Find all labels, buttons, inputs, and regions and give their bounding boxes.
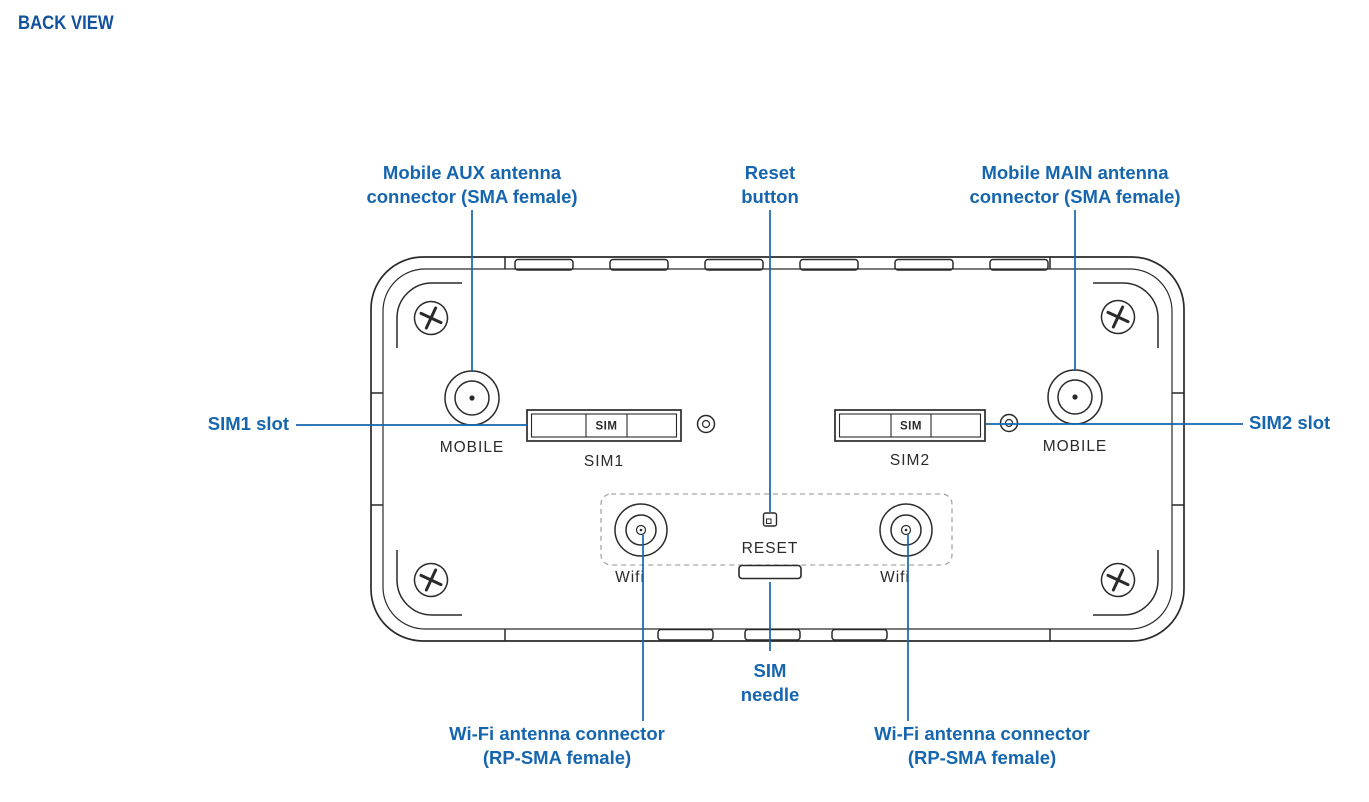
top-vents xyxy=(514,258,1049,271)
bumper-seams xyxy=(371,257,1184,641)
callout-sim-needle-line1: SIM xyxy=(753,660,787,681)
vent-slot xyxy=(799,258,859,271)
wifi-right-label: Wifi xyxy=(880,569,910,586)
callout-mobile-main-line1: Mobile MAIN antenna xyxy=(981,162,1169,183)
wifi-connector-left: Wifi xyxy=(614,503,668,586)
callout-wifi-right-line1: Wi-Fi antenna connector xyxy=(874,723,1090,744)
vent-slot xyxy=(657,628,714,641)
bumper-bottom-right xyxy=(1093,550,1159,616)
sim2-tray-label: SIM xyxy=(900,421,922,433)
callout-wifi-left-line2: (RP-SMA female) xyxy=(482,747,632,768)
sim2-label: SIM2 xyxy=(890,452,930,469)
bumper-top-left xyxy=(396,282,462,348)
vent-slot xyxy=(609,258,669,271)
vent-slot xyxy=(744,628,801,641)
sim2-eject-hole xyxy=(999,413,1019,433)
device-body xyxy=(370,256,1185,642)
callout-sim1-slot: SIM1 slot xyxy=(207,413,289,434)
screw-top-right xyxy=(1100,299,1136,335)
bumper-top-right xyxy=(1093,282,1159,348)
mobile-main-connector-label: MOBILE xyxy=(1043,438,1108,455)
reset-button-drawing: RESET xyxy=(742,512,799,557)
sim2-tray-outer xyxy=(834,409,986,442)
vent-slot xyxy=(831,628,888,641)
sim2-tray-inner xyxy=(838,413,982,438)
callout-mobile-main: Mobile MAIN antenna connector (SMA femal… xyxy=(969,161,1180,209)
bumper-bottom-left xyxy=(396,550,462,616)
vent-slot xyxy=(989,258,1049,271)
screw-bottom-right xyxy=(1100,562,1136,598)
page-title: BACK VIEW xyxy=(18,13,114,34)
sim2-slot: SIM SIM2 xyxy=(834,409,1019,469)
callout-wifi-right: Wi-Fi antenna connector (RP-SMA female) xyxy=(874,722,1090,770)
sim1-tray-inner xyxy=(530,413,678,438)
sim1-label: SIM1 xyxy=(584,453,624,470)
callout-wifi-left: Wi-Fi antenna connector (RP-SMA female) xyxy=(449,722,665,770)
vent-slot xyxy=(894,258,954,271)
callout-sim-needle-line2: needle xyxy=(740,684,800,705)
callout-reset: Reset button xyxy=(741,161,799,209)
vent-slot xyxy=(514,258,574,271)
callout-mobile-aux-line1: Mobile AUX antenna xyxy=(382,162,562,183)
reset-label: RESET xyxy=(742,540,799,557)
callout-wifi-right-line2: (RP-SMA female) xyxy=(907,747,1057,768)
bottom-vents xyxy=(657,628,888,641)
screw-bottom-left xyxy=(413,562,449,598)
wifi-connector-right: Wifi xyxy=(879,503,933,586)
reset-hole xyxy=(762,512,778,527)
callout-reset-line1: Reset xyxy=(744,162,796,183)
callout-mobile-aux-line2: connector (SMA female) xyxy=(366,186,578,207)
sim1-eject-hole xyxy=(696,414,716,434)
callout-mobile-main-line2: connector (SMA female) xyxy=(969,186,1181,207)
leader-lines xyxy=(296,210,1243,721)
sim1-slot: SIM SIM1 xyxy=(526,409,716,470)
callout-wifi-left-line1: Wi-Fi antenna connector xyxy=(449,723,665,744)
sim-needle-drawing xyxy=(738,564,802,580)
sim1-tray-label: SIM xyxy=(596,421,618,433)
device-outline xyxy=(370,256,1185,642)
wifi-left-label: Wifi xyxy=(615,569,645,586)
mobile-aux-connector-label: MOBILE xyxy=(440,439,505,456)
callout-sim2-slot: SIM2 slot xyxy=(1249,412,1331,433)
vent-slot xyxy=(704,258,764,271)
callout-sim-needle: SIM needle xyxy=(741,659,800,707)
callout-reset-line2: button xyxy=(741,186,799,207)
screw-top-left xyxy=(413,300,449,336)
callout-mobile-aux: Mobile AUX antenna connector (SMA female… xyxy=(366,161,577,209)
